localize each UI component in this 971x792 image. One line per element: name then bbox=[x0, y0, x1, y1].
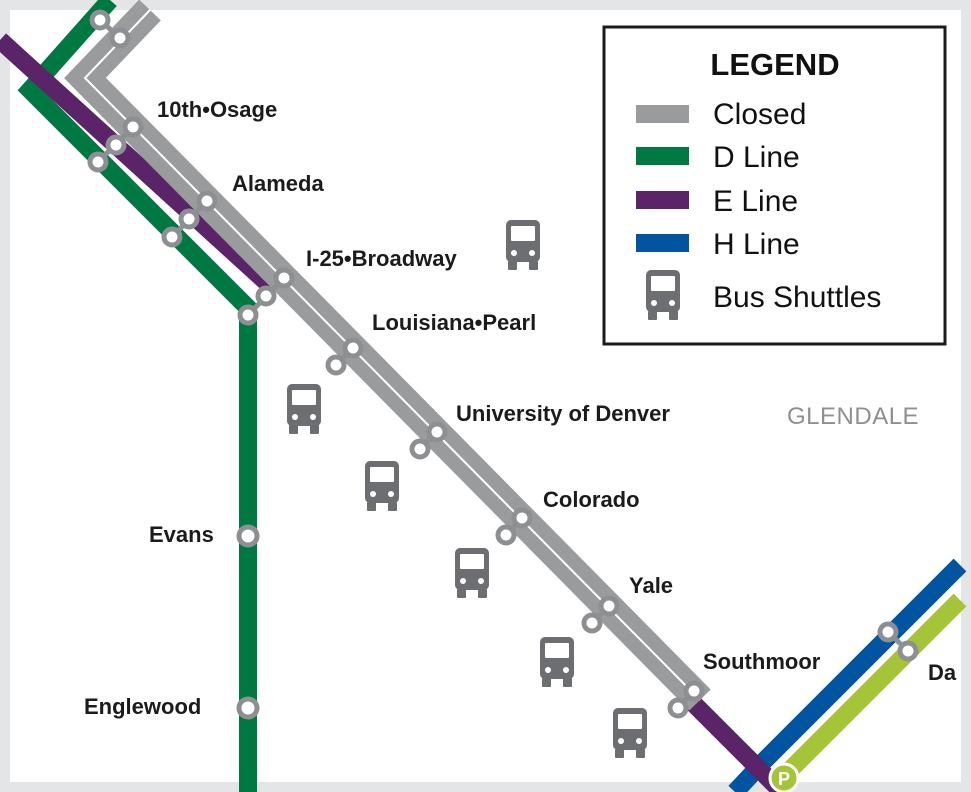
station-marker-right bbox=[877, 621, 919, 662]
station-marker-university-of-denver bbox=[409, 421, 448, 460]
bus-icon[interactable] bbox=[540, 637, 574, 687]
bus-icon[interactable] bbox=[506, 220, 540, 270]
h-line-track bbox=[728, 558, 967, 792]
legend-swatch-e-line bbox=[636, 191, 689, 209]
station-label-yale[interactable]: Yale bbox=[629, 573, 673, 598]
station-label-evans[interactable]: Evans bbox=[149, 522, 214, 547]
bus-icon[interactable] bbox=[287, 384, 321, 434]
station-marker-i25-broadway bbox=[237, 267, 295, 326]
legend: LEGEND Closed D Line E Line H Line Bus S… bbox=[602, 25, 947, 346]
station-label-louisiana-pearl[interactable]: Louisiana•Pearl bbox=[372, 310, 536, 335]
bus-icon[interactable] bbox=[613, 708, 647, 758]
station-marker-10th-osage bbox=[87, 116, 144, 173]
e-line-track-south bbox=[683, 693, 787, 792]
d-line-track bbox=[17, 0, 257, 792]
station-marker-yale bbox=[581, 595, 620, 634]
legend-title: LEGEND bbox=[710, 47, 839, 82]
station-label-southmoor[interactable]: Southmoor bbox=[703, 649, 821, 674]
station-marker-englewood bbox=[236, 696, 260, 720]
station-label-university-of-denver[interactable]: University of Denver bbox=[456, 401, 670, 426]
legend-label-d-line: D Line bbox=[713, 141, 800, 174]
station-marker-colorado bbox=[495, 507, 533, 546]
station-label-colorado[interactable]: Colorado bbox=[543, 487, 640, 512]
station-label-alameda[interactable]: Alameda bbox=[232, 171, 324, 196]
area-label-glendale: GLENDALE bbox=[787, 403, 919, 430]
station-marker-southmoor bbox=[667, 680, 705, 719]
legend-label-closed: Closed bbox=[713, 98, 806, 131]
e-line-track-north bbox=[0, 33, 282, 297]
svg-text:P: P bbox=[778, 769, 790, 789]
station-label-englewood[interactable]: Englewood bbox=[84, 694, 201, 719]
bus-icon[interactable] bbox=[455, 548, 489, 598]
station-label-i25-broadway[interactable]: I-25•Broadway bbox=[306, 246, 458, 271]
station-marker-top bbox=[89, 9, 131, 49]
legend-swatch-closed bbox=[636, 105, 689, 123]
legend-swatch-d-line bbox=[636, 147, 689, 165]
bus-icon[interactable] bbox=[365, 461, 399, 511]
legend-swatch-h-line bbox=[636, 234, 689, 252]
station-marker-alameda bbox=[161, 190, 218, 248]
station-marker-evans bbox=[236, 524, 260, 548]
legend-label-h-line: H Line bbox=[713, 228, 800, 261]
station-label-10th-osage[interactable]: 10th•Osage bbox=[157, 97, 277, 122]
light-rail-green-segment bbox=[773, 593, 967, 792]
station-label-partial[interactable]: Da bbox=[928, 660, 957, 685]
station-marker-louisiana-pearl bbox=[325, 337, 364, 376]
parking-marker: P bbox=[768, 762, 800, 792]
legend-label-e-line: E Line bbox=[713, 185, 798, 218]
legend-label-bus-shuttles: Bus Shuttles bbox=[713, 281, 881, 314]
